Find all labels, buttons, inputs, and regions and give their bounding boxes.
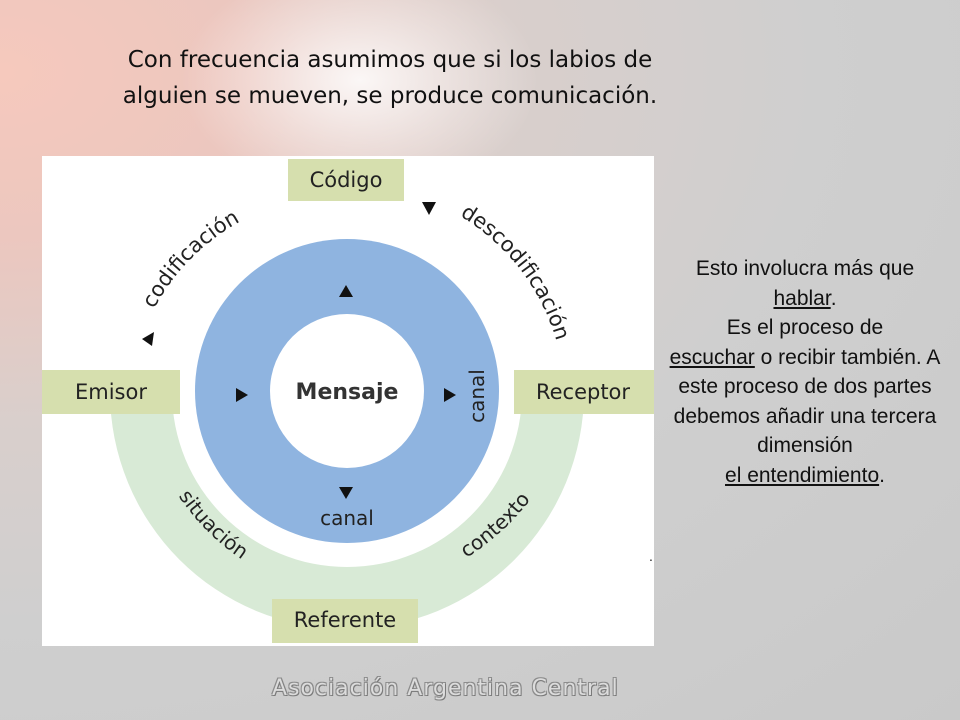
coding-label: codificación	[137, 205, 243, 312]
arrow-down-icon	[339, 487, 353, 499]
side-text-period-1: .	[830, 286, 837, 310]
side-text-speak: hablar	[773, 286, 831, 310]
message-circle	[270, 314, 424, 468]
arrow-right-icon-left	[236, 388, 248, 402]
stray-dot: .	[649, 548, 653, 564]
coding-arrow-icon	[142, 332, 154, 346]
side-explanation: Esto involucra más que hablar. Es el proc…	[652, 254, 958, 490]
slide-heading: Con frecuencia asumimos que si los labio…	[60, 42, 720, 114]
side-text-period-3: .	[879, 463, 885, 487]
sender-box	[42, 370, 180, 414]
code-box	[288, 159, 404, 201]
side-text-involves: Esto involucra más que	[695, 257, 915, 280]
channel-label-right: canal	[465, 369, 489, 423]
diagram-canvas: Mensaje canal canal codificación descodi…	[42, 159, 654, 643]
arrow-right-icon-right	[444, 388, 456, 402]
side-text-continuation: o recibir también. A este proceso de dos…	[673, 345, 941, 458]
side-text-understanding: el entendimiento	[725, 463, 880, 487]
coding-arc-label: codificación	[137, 205, 243, 312]
footer-organization: Asociación Argentina Central	[272, 676, 619, 701]
side-paragraph-2: Es el proceso de escuchar o recibir tambi…	[652, 313, 958, 461]
heading-line-2: alguien se mueven, se produce comunicaci…	[122, 83, 658, 109]
side-paragraph-3: el entendimiento.	[652, 461, 958, 491]
side-text-process: Es el proceso de	[726, 316, 884, 339]
message-label: Mensaje	[296, 380, 399, 405]
code-label: Código	[310, 168, 383, 192]
receiver-box	[514, 370, 654, 414]
sender-label: Emisor	[75, 380, 147, 404]
side-paragraph-1: Esto involucra más que hablar.	[652, 254, 958, 313]
referent-box	[272, 599, 418, 643]
arrow-up-icon	[339, 285, 353, 297]
channel-label-bottom: canal	[320, 506, 374, 530]
referent-label: Referente	[294, 608, 396, 632]
lower-band	[110, 392, 584, 629]
communication-diagram: Mensaje canal canal codificación descodi…	[42, 156, 654, 646]
decoding-arrow-icon	[422, 202, 436, 215]
side-text-listen: escuchar	[669, 345, 755, 369]
receiver-label: Receptor	[536, 380, 630, 404]
heading-line-1: Con frecuencia asumimos que si los labio…	[127, 47, 653, 73]
